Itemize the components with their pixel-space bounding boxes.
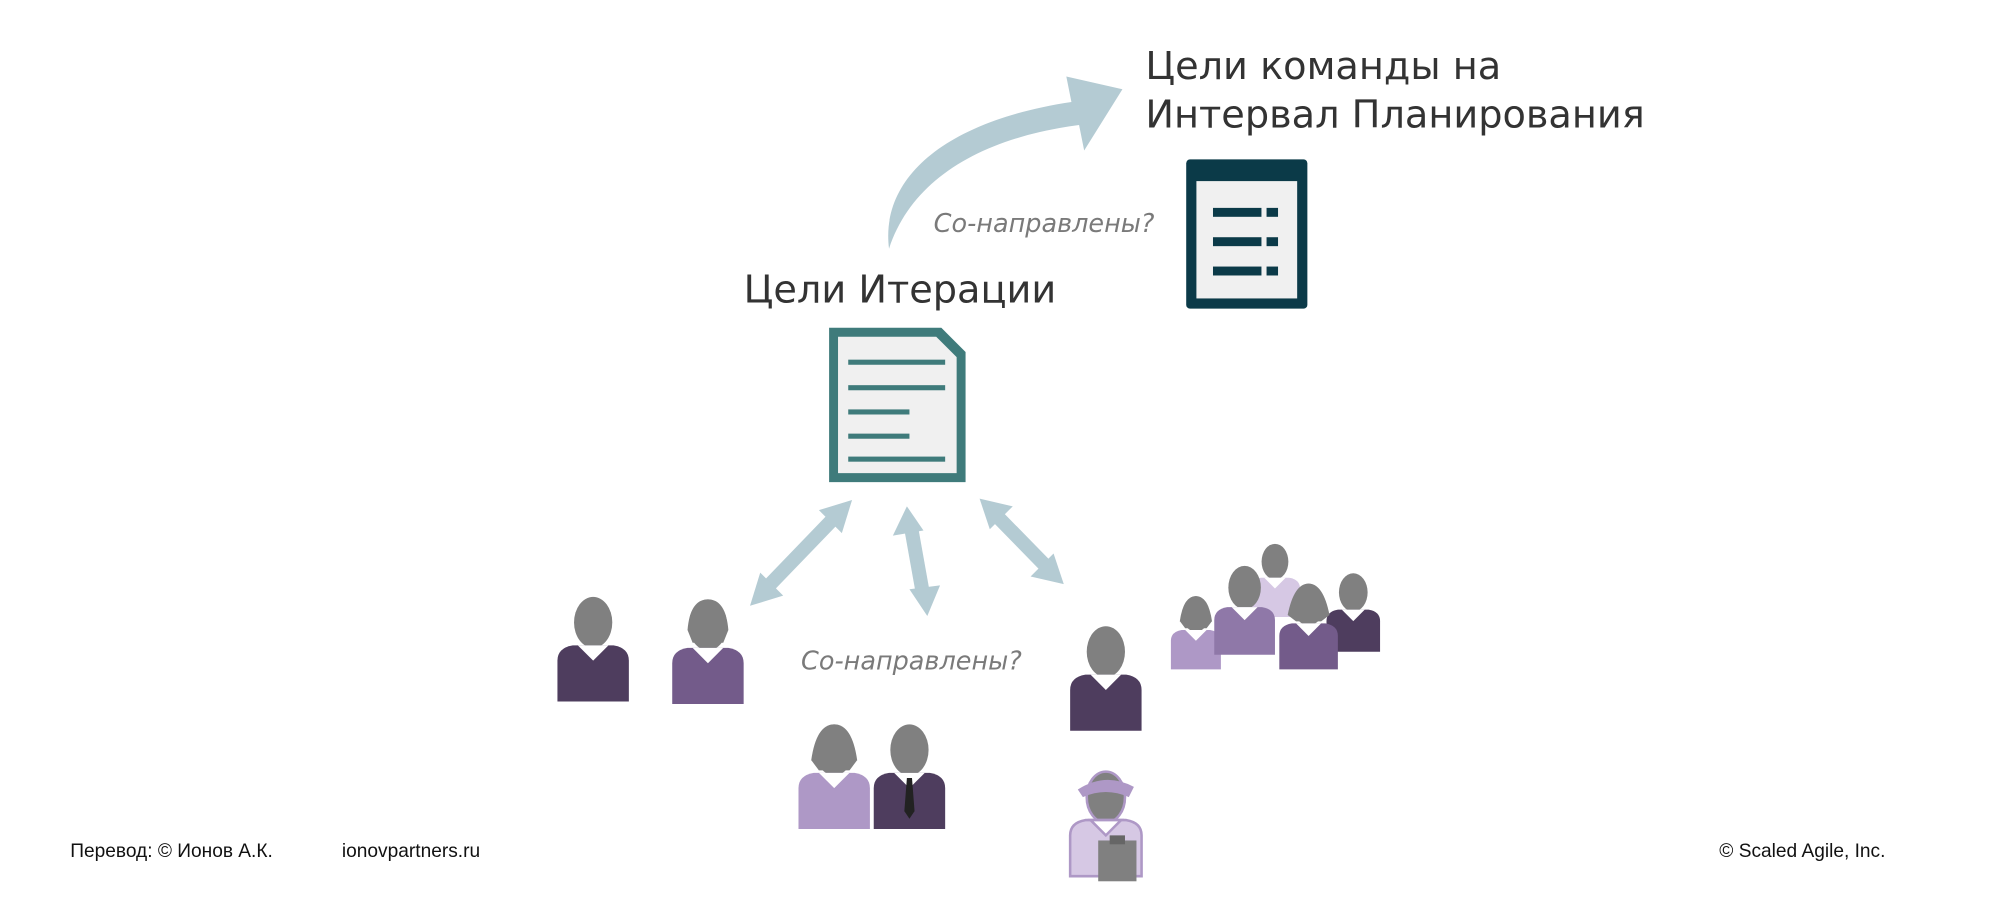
- team-goals-title-line2: Интервал Планирования: [1145, 93, 1644, 138]
- person-man-icon-2: [1070, 626, 1142, 731]
- double-arrow-left: [750, 499, 853, 606]
- footer-site-link[interactable]: ionovpartners.ru: [342, 841, 480, 862]
- person-man-icon: [557, 596, 629, 702]
- double-arrow-middle: [892, 506, 941, 617]
- person-woman-icon: [672, 599, 744, 705]
- pi-objectives-document-icon: [1186, 159, 1308, 309]
- team-goals-title-line1: Цели команды на: [1145, 44, 1501, 89]
- team-group-icon: [1170, 543, 1381, 670]
- footer-copyright: © Scaled Agile, Inc.: [1719, 841, 1885, 862]
- iteration-goals-document-icon: [829, 327, 966, 483]
- double-arrow-right: [979, 498, 1064, 585]
- aligned-question-top: Со-направлены?: [934, 209, 1155, 239]
- person-businessman-icon: [873, 724, 946, 829]
- person-clipboard-icon: [1068, 770, 1143, 882]
- curved-arrow: [888, 76, 1123, 249]
- footer-translation: Перевод: © Ионов А.К.: [70, 841, 273, 862]
- iteration-goals-title: Цели Итерации: [744, 267, 1057, 312]
- aligned-question-bottom: Со-направлены?: [801, 647, 1022, 677]
- person-woman-light-icon: [798, 724, 870, 829]
